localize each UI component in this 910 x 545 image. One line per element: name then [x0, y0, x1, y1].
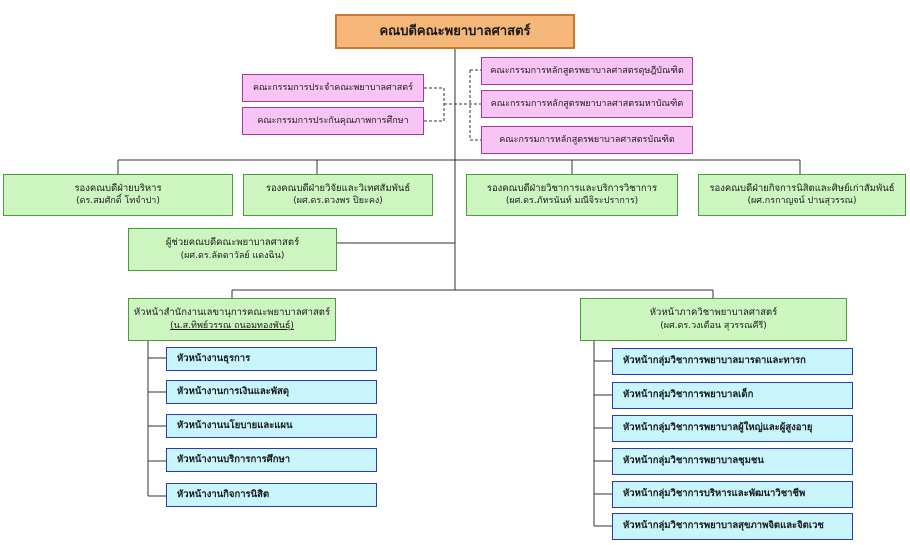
committee-connectors: [424, 69, 481, 141]
assistant-dean-title: ผู้ช่วยคณบดีคณะพยาบาลศาสตร์: [165, 237, 300, 249]
vice-dean-title: รองคณบดีฝ่ายวิจัยและวิเทศสัมพันธ์: [265, 182, 411, 194]
committee-box-bachelor: คณะกรรมการหลักสูตรพยาบาลศาสตรบัณฑิต: [481, 126, 693, 154]
vice-dean-title: รองคณบดีฝ่ายวิชาการและบริการวิชาการ: [486, 182, 658, 194]
department-group-box: หัวหน้ากลุ่มวิชาการพยาบาลชุมชน: [612, 448, 853, 475]
committee-label: คณะกรรมการหลักสูตรพยาบาลศาสตรมหาบัณฑิต: [490, 98, 684, 109]
dean-title: คณบดีคณะพยาบาลศาสตร์: [379, 23, 531, 39]
vice-dean-name: (ดร.สมศักดิ์ โทจำปา): [76, 196, 160, 207]
committee-box-doctoral: คณะกรรมการหลักสูตรพยาบาลศาสตรดุษฎีบัณฑิต: [481, 57, 693, 85]
vice-dean-name: (ผศ.กรกาญจน์ ปานสุวรรณ): [747, 196, 857, 207]
department-group-box: หัวหน้ากลุ่มวิชาการพยาบาลมารดาและทารก: [612, 348, 853, 375]
committee-box-masters: คณะกรรมการหลักสูตรพยาบาลศาสตรมหาบัณฑิต: [481, 90, 693, 118]
vice-dean-student: รองคณบดีฝ่ายกิจการนิสิตและศิษย์เก่าสัมพั…: [698, 174, 906, 216]
department-head-box: หัวหน้าภาควิชาพยาบาลศาสตร์ (ผศ.ดร.วงเดือ…: [580, 298, 847, 341]
department-group-box: หัวหน้ากลุ่มวิชาการพยาบาลผู้ใหญ่และผู้สู…: [612, 415, 853, 442]
committee-box-quality: คณะกรรมการประกันคุณภาพการศึกษา: [242, 107, 424, 135]
department-head-title: หัวหน้าภาควิชาพยาบาลศาสตร์: [649, 307, 778, 319]
department-group-label: หัวหน้ากลุ่มวิชาการบริหารและพัฒนาวิชาชีพ: [623, 488, 806, 500]
committee-box-faculty: คณะกรรมการประจำคณะพยาบาลศาสตร์: [242, 74, 424, 102]
department-group-label: หัวหน้ากลุ่มวิชาการพยาบาลสุขภาพจิตและจิต…: [623, 520, 824, 532]
office-head-title: หัวหน้าสำนักงานเลขานุการคณะพยาบาลศาสตร์: [133, 307, 331, 319]
department-group-label: หัวหน้ากลุ่มวิชาการพยาบาลผู้ใหญ่และผู้สู…: [623, 422, 813, 434]
office-unit-box: หัวหน้างานการเงินและพัสดุ: [166, 380, 377, 404]
vice-dean-admin: รองคณบดีฝ่ายบริหาร (ดร.สมศักดิ์ โทจำปา): [3, 174, 233, 216]
committee-label: คณะกรรมการประกันคุณภาพการศึกษา: [257, 115, 409, 126]
department-group-box: หัวหน้ากลุ่มวิชาการพยาบาลเด็ก: [612, 382, 853, 409]
department-head-name: (ผศ.ดร.วงเดือน สุวรรณคีรี): [660, 320, 767, 331]
office-unit-label: หัวหน้างานกิจการนิสิต: [177, 488, 270, 500]
assistant-dean-box: ผู้ช่วยคณบดีคณะพยาบาลศาสตร์ (ผศ.ดร.ลัดดา…: [128, 228, 337, 271]
vice-dean-name: (ผศ.ดร.ภัทรนันท์ มณีจิระปราการ): [505, 196, 639, 207]
vice-dean-name: (ผศ.ดร.ดวงพร ปิยะคง): [293, 196, 383, 207]
vice-dean-academic: รองคณบดีฝ่ายวิชาการและบริการวิชาการ (ผศ.…: [466, 174, 678, 216]
committee-label: คณะกรรมการหลักสูตรพยาบาลศาสตรบัณฑิต: [499, 134, 675, 145]
department-group-label: หัวหน้ากลุ่มวิชาการพยาบาลเด็ก: [623, 389, 754, 401]
committee-label: คณะกรรมการหลักสูตรพยาบาลศาสตรดุษฎีบัณฑิต: [490, 65, 684, 76]
office-head-box: หัวหน้าสำนักงานเลขานุการคณะพยาบาลศาสตร์ …: [128, 298, 336, 341]
department-group-label: หัวหน้ากลุ่มวิชาการพยาบาลมารดาและทารก: [623, 355, 806, 367]
office-unit-box: หัวหน้างานบริการการศึกษา: [166, 448, 377, 472]
vice-dean-research: รองคณบดีฝ่ายวิจัยและวิเทศสัมพันธ์ (ผศ.ดร…: [243, 174, 433, 216]
committee-label: คณะกรรมการประจำคณะพยาบาลศาสตร์: [253, 82, 413, 93]
vice-dean-title: รองคณบดีฝ่ายบริหาร: [74, 182, 162, 194]
office-unit-label: หัวหน้างานธุรการ: [177, 352, 251, 364]
department-group-label: หัวหน้ากลุ่มวิชาการพยาบาลชุมชน: [623, 455, 764, 467]
vice-dean-title: รองคณบดีฝ่ายกิจการนิสิตและศิษย์เก่าสัมพั…: [709, 182, 895, 194]
office-unit-box: หัวหน้างานกิจการนิสิต: [166, 483, 377, 507]
department-group-box: หัวหน้ากลุ่มวิชาการพยาบาลสุขภาพจิตและจิต…: [612, 513, 853, 540]
office-unit-box: หัวหน้างานนโยบายและแผน: [166, 414, 377, 438]
dean-box: คณบดีคณะพยาบาลศาสตร์: [335, 14, 575, 49]
office-unit-label: หัวหน้างานบริการการศึกษา: [177, 453, 291, 465]
department-group-box: หัวหน้ากลุ่มวิชาการบริหารและพัฒนาวิชาชีพ: [612, 481, 853, 508]
office-unit-label: หัวหน้างานการเงินและพัสดุ: [177, 385, 290, 397]
assistant-dean-name: (ผศ.ดร.ลัดดาวัลย์ แดงฉิน): [180, 250, 285, 261]
office-unit-box: หัวหน้างานธุรการ: [166, 347, 377, 371]
office-head-name: (น.ส.ทิพย์วรรณ ถนอมทองพันธุ์): [170, 320, 294, 331]
office-unit-label: หัวหน้างานนโยบายและแผน: [177, 419, 293, 431]
